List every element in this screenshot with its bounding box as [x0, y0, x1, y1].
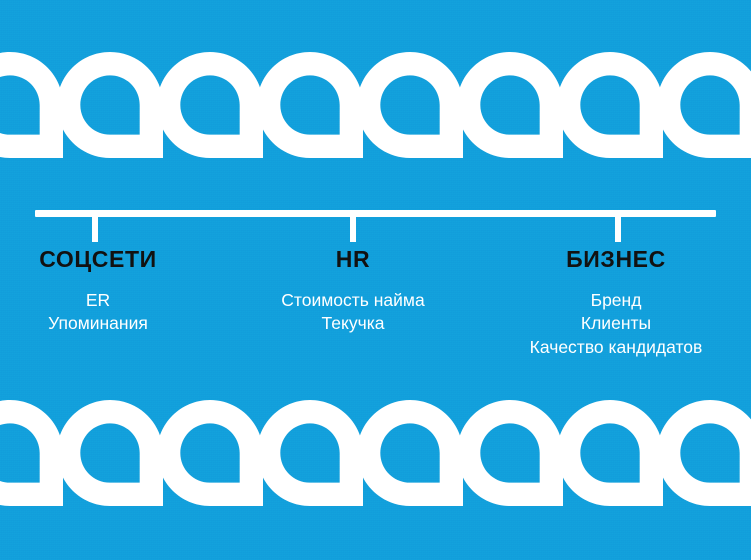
- lowercase-a-logo-glyph: [157, 400, 263, 506]
- lowercase-a-logo-glyph: [157, 52, 263, 158]
- stage-item: ER: [85, 290, 111, 310]
- lowercase-a-logo-glyph: [557, 52, 663, 158]
- timeline-tick-social: [92, 217, 98, 242]
- stage-title-business: БИЗНЕС: [566, 246, 666, 272]
- lowercase-a-logo-glyph: [457, 52, 563, 158]
- stage-items-hr: Стоимость найма Текучка: [238, 289, 468, 336]
- lowercase-a-logo-glyph: [0, 400, 63, 506]
- stage-column-hr: HR Стоимость найма Текучка: [238, 248, 468, 336]
- stage-item: Качество кандидатов: [529, 336, 703, 357]
- lowercase-a-logo-glyph: [57, 52, 163, 158]
- lowercase-a-logo-glyph: [357, 52, 463, 158]
- stage-items-business: Бренд Клиенты Качество кандидатов: [480, 289, 751, 359]
- lowercase-a-logo-glyph: [657, 52, 751, 158]
- timeline-tick-business: [615, 217, 621, 242]
- stage-item: Клиенты: [580, 313, 652, 334]
- lowercase-a-logo-glyph: [257, 400, 363, 506]
- timeline-tick-hr: [350, 217, 356, 242]
- timeline-axis: [35, 210, 716, 217]
- lowercase-a-logo-glyph: [557, 400, 663, 506]
- stage-item: Стоимость найма: [281, 290, 425, 310]
- lowercase-a-logo-glyph: [257, 52, 363, 158]
- lowercase-a-logo-glyph: [657, 400, 751, 506]
- stage-item: Бренд: [590, 290, 642, 310]
- lowercase-a-logo-glyph: [357, 400, 463, 506]
- stage-item: Текучка: [321, 313, 385, 334]
- lowercase-a-logo-glyph: [0, 52, 63, 158]
- stage-column-social: СОЦСЕТИ ER Упоминания: [0, 248, 196, 336]
- lowercase-a-logo-glyph: [457, 400, 563, 506]
- lowercase-a-logo-glyph: [57, 400, 163, 506]
- stage-title-social: СОЦСЕТИ: [39, 246, 157, 272]
- stage-column-business: БИЗНЕС Бренд Клиенты Качество кандидатов: [480, 248, 751, 359]
- stage-items-social: ER Упоминания: [0, 289, 196, 336]
- decorative-glyph-row-bottom: [0, 400, 751, 506]
- stage-title-hr: HR: [335, 246, 371, 272]
- decorative-glyph-row-top: [0, 52, 751, 158]
- stage-item: Упоминания: [48, 313, 148, 334]
